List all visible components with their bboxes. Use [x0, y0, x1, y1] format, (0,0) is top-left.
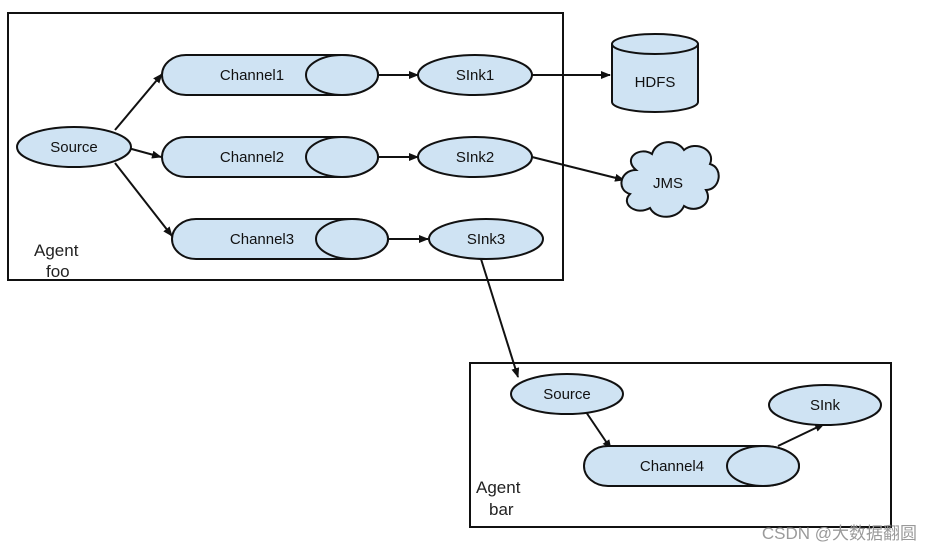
arrow-source-bar-to-channel4: [585, 411, 612, 450]
agent-bar-label-line1: Agent: [476, 478, 521, 497]
sink3-label: SInk3: [467, 231, 505, 248]
arrow-sink3-to-source-bar: [480, 258, 520, 378]
agent-bar-label-line2: bar: [489, 500, 514, 519]
arrow-source-to-channel1: [114, 73, 163, 131]
channel2-node: Channel2: [161, 136, 379, 178]
sink2-node: SInk2: [417, 136, 533, 178]
arrow-sink2-to-jms: [531, 156, 625, 182]
source-bar-label: Source: [543, 386, 591, 403]
channel1-label: Channel1: [220, 67, 284, 84]
flow-arrows: [114, 71, 825, 450]
sink1-node: SInk1: [417, 54, 533, 96]
sink-bar-node: SInk: [768, 384, 882, 426]
arrow-channel4-to-sink-bar: [777, 423, 825, 447]
sink2-label: SInk2: [456, 149, 494, 166]
hdfs-label: HDFS: [635, 74, 676, 91]
arrow-source-to-channel2: [127, 147, 162, 159]
source-foo-label: Source: [50, 139, 98, 156]
jms-label: JMS: [653, 175, 683, 192]
source-bar-node: Source: [510, 373, 624, 415]
sink1-label: SInk1: [456, 67, 494, 84]
hdfs-database-icon: HDFS: [611, 33, 699, 113]
channel3-label: Channel3: [230, 231, 294, 248]
agent-foo-label-line2: foo: [46, 262, 70, 281]
arrow-source-to-channel3: [114, 162, 173, 237]
csdn-watermark: CSDN @大数据翻圆: [761, 524, 917, 543]
channel3-node: Channel3: [171, 218, 389, 260]
channel4-node: Channel4: [583, 445, 800, 487]
channel2-label: Channel2: [220, 149, 284, 166]
sink-bar-label: SInk: [810, 397, 841, 414]
source-foo-node: Source: [16, 126, 132, 168]
channel1-node: Channel1: [161, 54, 379, 96]
sink3-node: SInk3: [428, 218, 544, 260]
channel4-label: Channel4: [640, 458, 704, 475]
jms-cloud-icon: JMS: [620, 141, 720, 218]
agent-bar-box: [469, 362, 892, 528]
agent-foo-label-line1: Agent: [34, 241, 79, 260]
agent-foo-box: [7, 12, 564, 281]
